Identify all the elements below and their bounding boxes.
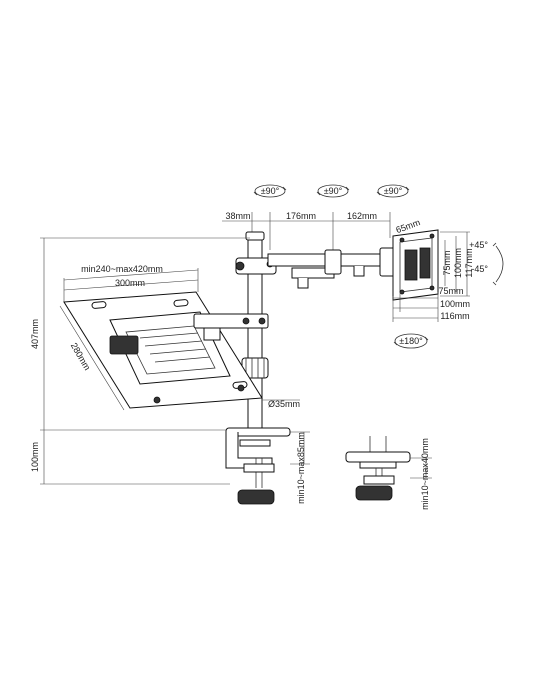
vesa-h100-label: 100mm: [440, 299, 470, 309]
rotation-label-2: ±90°: [324, 186, 343, 196]
vesa-h116-label: 116mm: [440, 311, 469, 321]
vesa-plate: [392, 229, 439, 301]
laptop-tray: [63, 291, 269, 409]
rotation-label-3: ±90°: [384, 186, 403, 196]
rotation-indicator-2: ±90°: [316, 184, 350, 198]
rotation-indicator-1: ±90°: [253, 184, 287, 198]
tilt-up-label: +45°: [469, 240, 488, 250]
rotation-label-1: ±90°: [261, 186, 280, 196]
arm-seg2-label: 176mm: [286, 211, 316, 221]
rotation-indicator-4: ±180°: [393, 333, 429, 349]
tray-width-dimensions: min240~max420mm 300mm: [63, 264, 199, 302]
clamp-range1-label: min10~max85mm: [296, 432, 306, 504]
vesa-vertical-dimensions: 75mm 100mm 117mm: [440, 231, 474, 297]
desk-clamp-large: [225, 427, 291, 505]
base-height-label: 100mm: [30, 442, 40, 472]
vesa-v75-label: 75mm: [442, 250, 452, 275]
clamp-range2-label: min10~max40mm: [420, 438, 430, 510]
pole-diameter-label: Ø35mm: [268, 399, 300, 409]
vesa-horizontal-dimensions: 75mm 100mm 116mm: [392, 286, 470, 322]
clamp-small-dimension: min10~max40mm: [410, 438, 432, 510]
clamp-large-dimension: min10~max85mm: [290, 431, 310, 504]
tray-width-label: 300mm: [115, 278, 145, 288]
vesa-v100-label: 100mm: [453, 248, 463, 278]
pole-height-label: 407mm: [30, 319, 40, 349]
rotation-label-4: ±180°: [399, 336, 423, 346]
tray-depth-label: 280mm: [69, 341, 93, 372]
tilt-down-label: -45°: [471, 264, 488, 274]
rotation-indicator-3: ±90°: [376, 184, 410, 198]
arm-seg3-label: 162mm: [347, 211, 377, 221]
height-dimensions: 407mm 100mm: [30, 237, 250, 485]
arm-seg1-label: 38mm: [225, 211, 250, 221]
desk-clamp-small: [345, 436, 411, 501]
vesa-h75-label: 75mm: [438, 286, 463, 296]
tray-range-label: min240~max420mm: [81, 264, 163, 274]
tilt-indicator: +45° -45°: [469, 240, 504, 286]
pole-diameter: Ø35mm: [262, 399, 300, 409]
vesa-v117-label: 117mm: [464, 248, 474, 277]
